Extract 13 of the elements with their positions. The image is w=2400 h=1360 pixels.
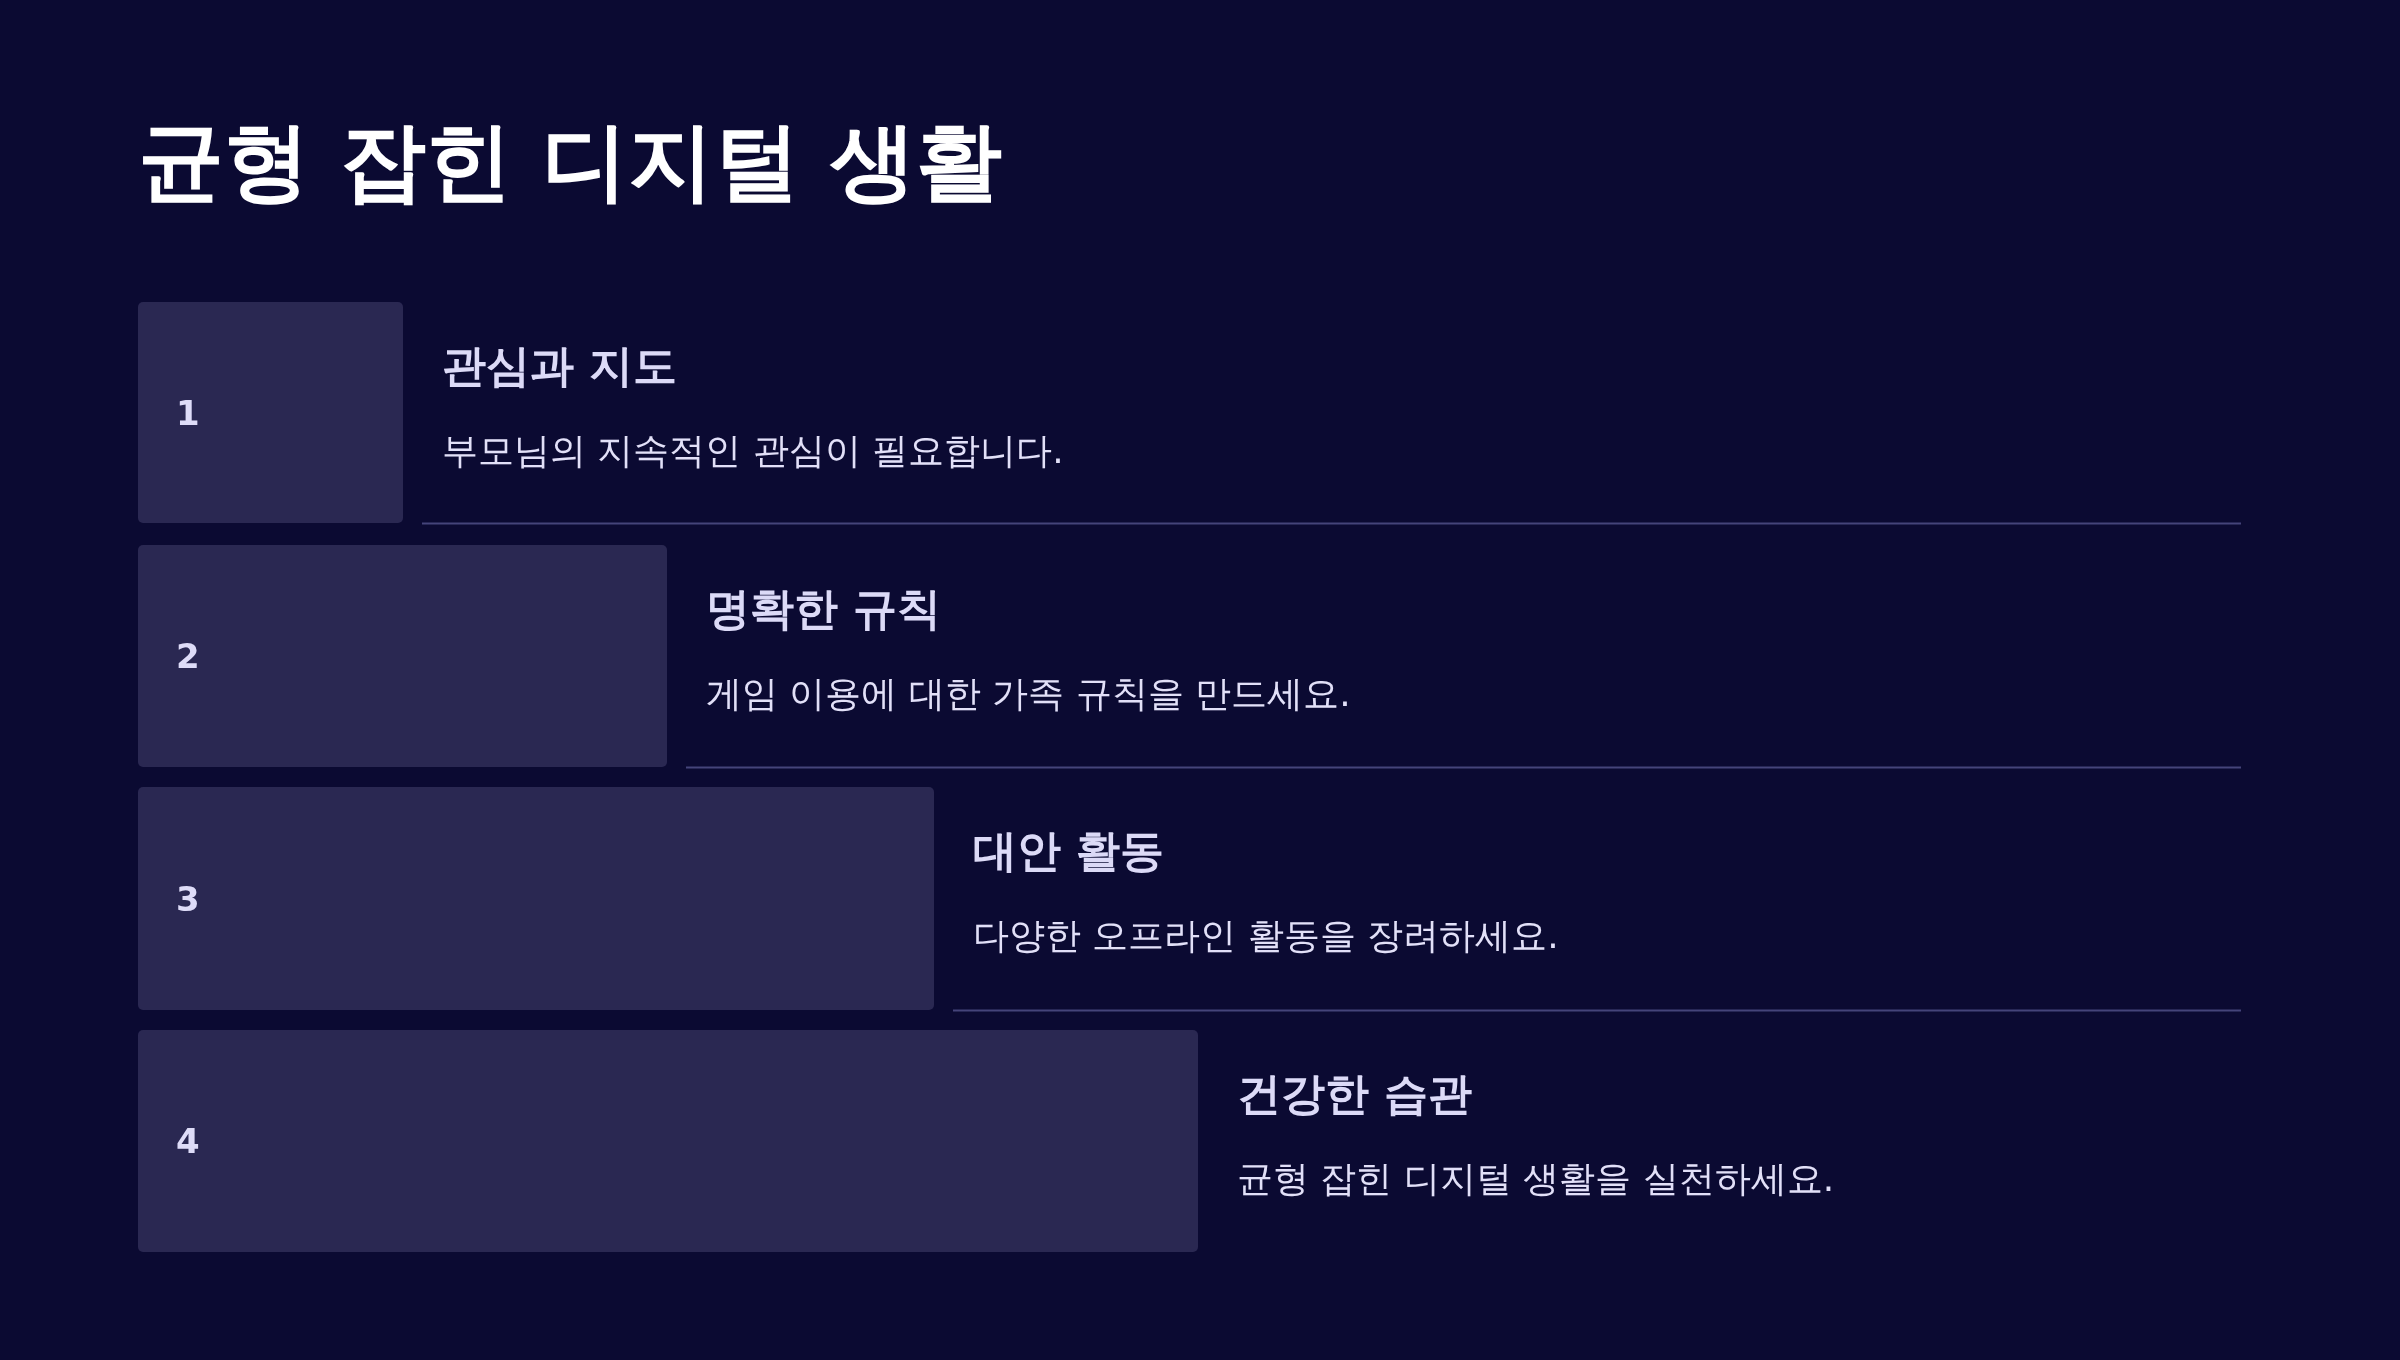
step-heading: 대안 활동 — [973, 825, 1165, 878]
step-description: 균형 잡힌 디지털 생활을 실천하세요. — [1237, 1157, 1835, 1201]
number-box: 2 — [138, 545, 667, 767]
step-heading: 명확한 규칙 — [706, 583, 942, 636]
step-heading: 건강한 습관 — [1237, 1068, 1473, 1121]
step-description: 다양한 오프라인 활동을 장려하세요. — [973, 914, 1559, 958]
number-box: 1 — [138, 302, 403, 523]
title: 균형 잡힌 디지털 생활 — [138, 110, 1002, 213]
number-box: 3 — [138, 787, 934, 1010]
step-description: 게임 이용에 대한 가족 규칙을 만드세요. — [706, 672, 1351, 716]
step-description: 부모님의 지속적인 관심이 필요합니다. — [442, 429, 1064, 473]
number-box: 4 — [138, 1030, 1198, 1252]
step-heading: 관심과 지도 — [442, 340, 678, 393]
